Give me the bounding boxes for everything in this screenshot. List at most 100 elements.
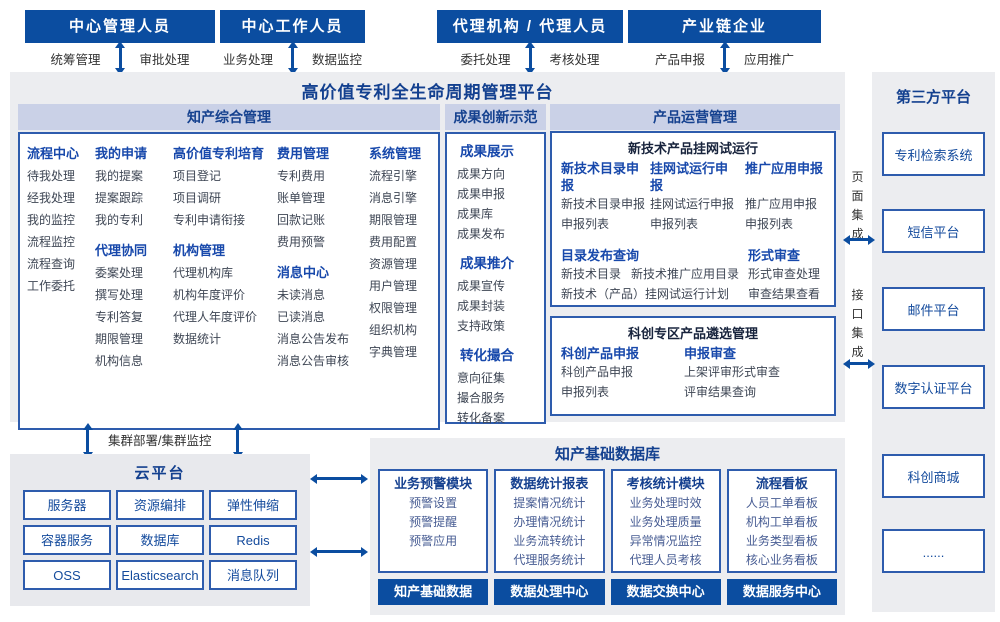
double-arrow-horizontal-icon (317, 477, 361, 480)
group-item: 消息公告审核 (277, 354, 350, 368)
double-arrow-vertical-icon (86, 430, 89, 452)
section-zonghe: 知产综合管理 流程中心待我处理经我处理我的监控流程监控流程查询工作委托我的申请我… (18, 104, 440, 430)
role-unit: 中心管理人员统筹管理审批处理 (25, 10, 215, 73)
role-left-label: 统筹管理 (50, 52, 101, 67)
group-item: 项目登记 (173, 169, 222, 183)
group-item: 成果宣传 (457, 279, 506, 293)
group-items: 形式审查处理审查结果查看 (748, 264, 828, 304)
feature-group: 我的申请我的提案提案跟踪我的专利 (95, 143, 161, 231)
feature-group: 转化撮合意向征集撮合服务转化备案 (447, 344, 544, 428)
section-chanpin-title: 产品运营管理 (550, 104, 840, 130)
group-item: 项目调研 (173, 191, 222, 205)
third-party-box: 短信平台 (882, 209, 985, 253)
double-arrow-horizontal-icon (850, 238, 868, 241)
group-header: 高价值专利培育 (173, 146, 265, 161)
cloud-service-box: 消息队列 (209, 560, 297, 590)
module-item: 业务流转统计 (513, 534, 586, 548)
group-header: 系统管理 (369, 146, 422, 161)
group-item: 挂网试运行申报 (650, 197, 735, 211)
group-item: 支持政策 (457, 319, 506, 333)
platform-title: 高价值专利全生命周期管理平台 (301, 83, 554, 102)
module-item: 办理情况统计 (513, 515, 586, 529)
group-item: 已读消息 (277, 310, 326, 324)
group-item: 经我处理 (27, 191, 76, 205)
group-item: 新技术目录 (561, 267, 622, 281)
role-unit: 中心工作人员业务处理数据监控 (220, 10, 365, 73)
group-item: 上架评审形式审查 (684, 365, 781, 379)
group-item: 申报列表 (745, 217, 794, 231)
role-labels: 统筹管理审批处理 (25, 43, 215, 73)
cloud-service-box: 弹性伸缩 (209, 490, 297, 520)
feature-group: 申报审查上架评审形式审查评审结果查询 (684, 345, 832, 402)
data-center-box: 数据处理中心 (494, 579, 605, 605)
third-party-title: 第三方平台 (895, 89, 971, 106)
role-title: 中心管理人员 (25, 10, 215, 43)
group-item: 流程监控 (27, 235, 76, 249)
group-item: 消息公告发布 (277, 332, 350, 346)
module-item: 预警设置 (409, 496, 458, 510)
feature-column: 高价值专利培育项目登记项目调研专利申请衔接机构管理代理机构库机构年度评价代理人年… (173, 143, 265, 419)
cloud-service-box: 服务器 (23, 490, 111, 520)
group-item: 我的专利 (95, 213, 144, 227)
group-item: 费用预警 (277, 235, 326, 249)
group-item: 审查结果查看 (748, 287, 821, 301)
group-item: 费用配置 (369, 235, 418, 249)
subbox-selection: 科创专区产品遴选管理 科创产品申报科创产品申报申报列表申报审查上架评审形式审查评… (550, 316, 836, 416)
role-labels: 委托处理考核处理 (435, 43, 625, 73)
group-header: 消息中心 (277, 265, 330, 280)
group-item: 科创产品申报 (561, 365, 634, 379)
group-header: 推广应用申报 (745, 161, 824, 176)
feature-group: 高价值专利培育项目登记项目调研专利申请衔接 (173, 143, 265, 231)
group-item: 撰写处理 (95, 288, 144, 302)
section-chengguo-body: 成果展示成果方向成果申报成果库成果发布成果推介成果宣传成果封装支持政策转化撮合意… (445, 132, 546, 425)
group-header: 费用管理 (277, 146, 330, 161)
role-left-label: 业务处理 (222, 52, 273, 67)
group-item: 新技术推广应用目录 (631, 267, 740, 281)
section-chanpin: 产品运营管理 新技术产品挂网试运行 新技术目录申报新技术目录申报申报列表挂网试运… (550, 104, 840, 416)
feature-group: 挂网试运行申报挂网试运行申报申报列表 (650, 160, 740, 234)
cloud-service-box: Redis (209, 525, 297, 555)
third-party-box: 科创商城 (882, 454, 985, 498)
group-item: 期限管理 (95, 332, 144, 346)
feature-group: 成果展示成果方向成果申报成果库成果发布 (447, 140, 544, 244)
feature-column: 我的申请我的提案提案跟踪我的专利代理协同委案处理撰写处理专利答复期限管理机构信息 (95, 143, 161, 419)
cloud-service-box: 数据库 (116, 525, 204, 555)
feature-group: 代理协同委案处理撰写处理专利答复期限管理机构信息 (95, 240, 161, 372)
module-item: 业务处理质量 (629, 515, 702, 529)
double-arrow-vertical-icon (118, 48, 122, 68)
group-item: 机构信息 (95, 354, 144, 368)
module-header: 业务预警模块 (394, 476, 473, 491)
group-item: 新技术目录申报 (561, 197, 646, 211)
group-header: 形式审查 (748, 248, 801, 263)
role-title: 产业链企业 (628, 10, 821, 43)
data-center-box: 数据服务中心 (726, 579, 837, 605)
data-center-box: 知产基础数据 (378, 579, 489, 605)
module-item: 业务类型看板 (745, 534, 818, 548)
group-item: 组织机构 (369, 323, 418, 337)
module-header: 流程看板 (755, 476, 808, 491)
cluster-label: 集群部署/集群监控 (108, 434, 212, 448)
group-item: 推广应用申报 (745, 197, 818, 211)
group-item: 未读消息 (277, 288, 326, 302)
group-item: 成果申报 (457, 187, 506, 201)
group-item: 成果方向 (457, 167, 506, 181)
module-item: 代理服务统计 (513, 553, 586, 567)
feature-column: 申报审查上架评审形式审查评审结果查询 (684, 345, 832, 411)
group-header: 转化撮合 (460, 348, 514, 363)
feature-column: 流程中心待我处理经我处理我的监控流程监控流程查询工作委托 (27, 143, 83, 419)
group-item: 资源管理 (369, 257, 418, 271)
platform-panel: 高价值专利全生命周期管理平台 知产综合管理 流程中心待我处理经我处理我的监控流程… (10, 72, 845, 430)
subbox-title: 新技术产品挂网试运行 (627, 141, 758, 156)
group-header: 新技术目录申报 (561, 161, 640, 193)
group-item: 新技术（产品）挂网试运行计划 (561, 287, 730, 301)
role-right-label: 数据监控 (312, 52, 363, 67)
feature-column: 费用管理专利费用账单管理回款记账费用预警消息中心未读消息已读消息消息公告发布消息… (277, 143, 357, 419)
double-arrow-vertical-icon (528, 48, 532, 68)
double-arrow-vertical-icon (236, 430, 239, 452)
feature-group: 消息中心未读消息已读消息消息公告发布消息公告审核 (277, 262, 357, 372)
feature-group: 流程中心待我处理经我处理我的监控流程监控流程查询工作委托 (27, 143, 83, 297)
group-item: 申报列表 (650, 217, 699, 231)
role-right-label: 考核处理 (549, 52, 600, 67)
group-header: 机构管理 (173, 243, 226, 258)
